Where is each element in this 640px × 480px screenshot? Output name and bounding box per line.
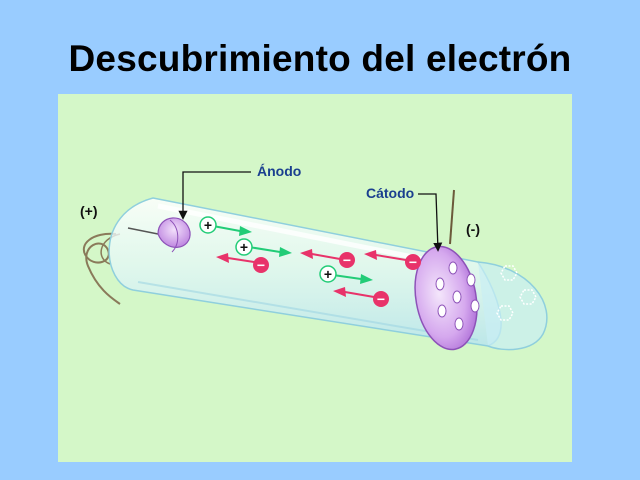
anode-pointer bbox=[178, 171, 251, 220]
slide-title: Descubrimiento del electrón bbox=[68, 38, 572, 79]
light-spots bbox=[496, 265, 537, 321]
positive-particle: + bbox=[319, 265, 373, 284]
positive-sign: + bbox=[204, 217, 212, 233]
negative-wire bbox=[449, 189, 455, 245]
negative-terminal-label: (-) bbox=[466, 221, 480, 237]
cathode-pointer bbox=[418, 193, 443, 252]
negative-sign: − bbox=[409, 254, 417, 270]
anode-label: Ánodo bbox=[257, 163, 301, 179]
negative-particle: − bbox=[333, 287, 389, 307]
negative-particle: − bbox=[364, 250, 421, 270]
negative-particle: − bbox=[300, 249, 355, 268]
positive-particle: + bbox=[199, 216, 252, 236]
anode bbox=[127, 217, 191, 253]
diagram-panel: Ánodo Cátodo (+) (-) + + + − bbox=[58, 94, 572, 462]
positive-sign: + bbox=[240, 239, 248, 255]
negative-sign: − bbox=[257, 257, 265, 273]
positive-sign: + bbox=[324, 266, 332, 282]
negative-particle: − bbox=[216, 253, 269, 273]
negative-sign: − bbox=[377, 291, 385, 307]
negative-sign: − bbox=[343, 252, 351, 268]
cathode-label: Cátodo bbox=[366, 185, 414, 201]
positive-particle: + bbox=[235, 238, 292, 257]
glass-tube bbox=[108, 197, 548, 351]
cathode-ray-tube-diagram: Ánodo Cátodo (+) (-) + + + − bbox=[80, 163, 548, 351]
positive-terminal-label: (+) bbox=[80, 203, 98, 219]
